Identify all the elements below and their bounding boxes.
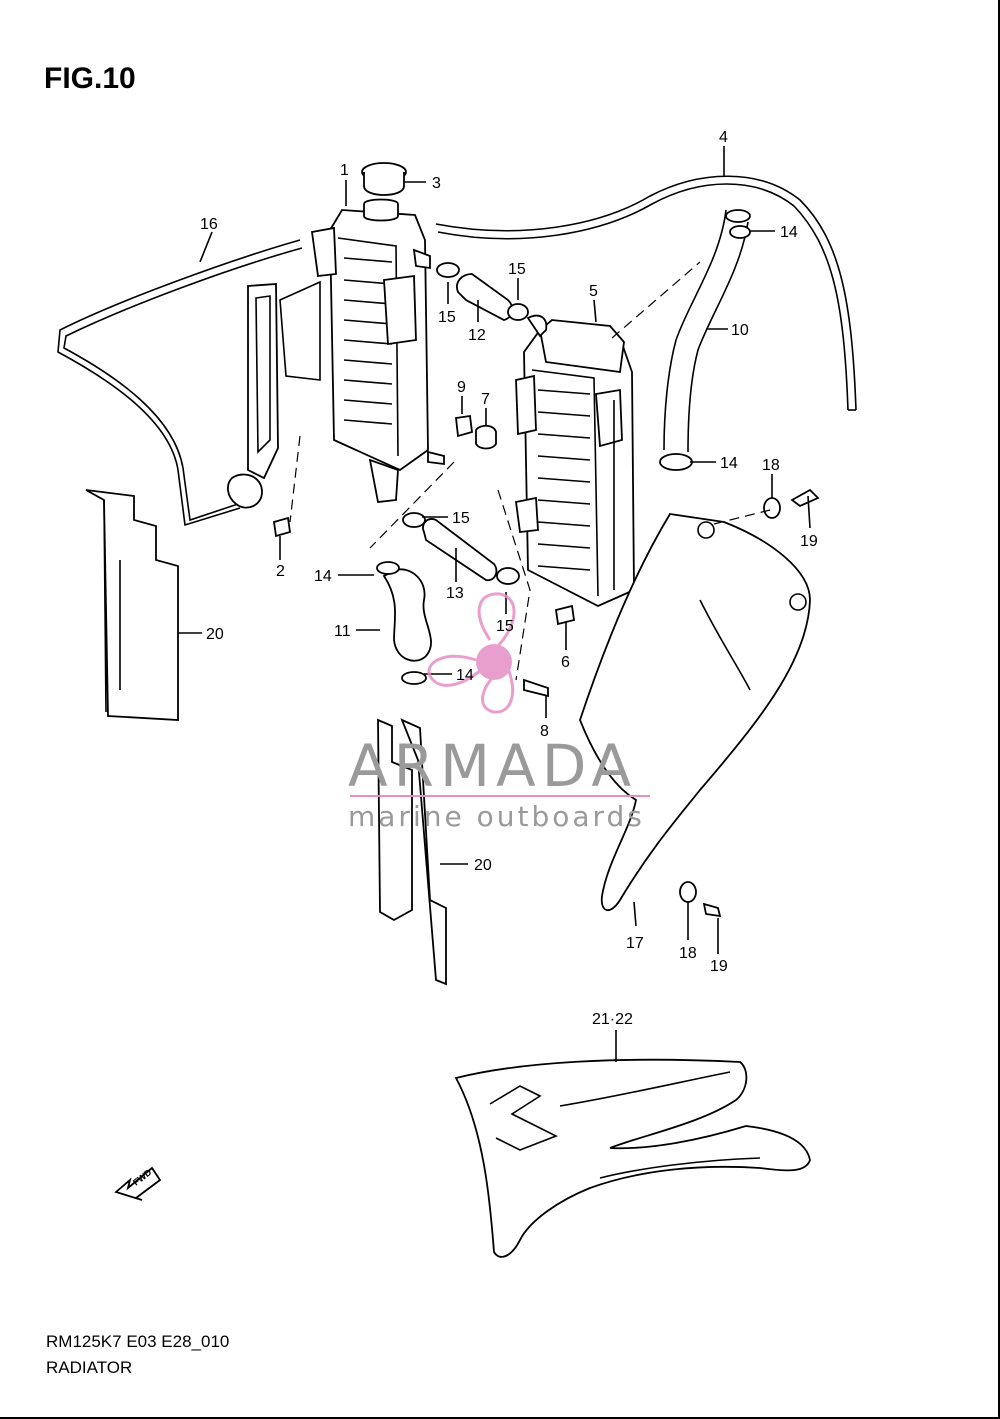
radiator-shroud-right — [579, 513, 811, 911]
washer-bolt — [679, 488, 820, 918]
callout-4: 4 — [719, 129, 728, 146]
callout-15-b: 15 — [438, 309, 456, 326]
radiator-louver-left — [85, 489, 179, 721]
callout-14-d: 14 — [456, 667, 474, 684]
callout-18-a: 18 — [762, 457, 780, 474]
radiator-hose-long — [422, 518, 498, 582]
callout-2: 2 — [276, 563, 285, 580]
callout-3: 3 — [432, 175, 441, 192]
fwd-arrow-icon: FWD — [114, 1166, 162, 1201]
radiator-right — [514, 314, 635, 607]
callout-14-a: 14 — [780, 224, 798, 241]
callout-14-c: 14 — [314, 568, 332, 585]
watermark-brand: ARMADA — [348, 732, 637, 800]
grommets-and-bolt — [455, 414, 497, 450]
radiator-guard-left — [57, 239, 321, 527]
overflow-hose — [435, 175, 857, 411]
callout-21-22: 21·22 — [592, 1011, 633, 1028]
callout-19-a: 19 — [800, 533, 818, 550]
callout-15-a: 15 — [508, 261, 526, 278]
callout-14-b: 14 — [720, 455, 738, 472]
assembly-lines — [289, 261, 771, 681]
figure-code: RM125K7 E03 E28_010 — [46, 1332, 230, 1351]
callout-20-b: 20 — [474, 857, 492, 874]
callout-18-b: 18 — [679, 945, 697, 962]
radiator-hose-upper-right — [663, 209, 751, 453]
radiator-cap — [361, 162, 407, 196]
clips — [272, 516, 576, 626]
figure-name: RADIATOR — [46, 1358, 133, 1377]
callout-20-a: 20 — [206, 626, 224, 643]
callout-7: 7 — [481, 391, 490, 408]
callout-12: 12 — [468, 327, 486, 344]
hose-clamps — [376, 225, 751, 685]
leader-lines — [178, 146, 811, 1062]
callout-11: 11 — [334, 623, 351, 640]
callout-15-c: 15 — [452, 510, 470, 527]
callout-19-b: 19 — [710, 958, 728, 975]
callout-5: 5 — [589, 283, 598, 300]
callout-17: 17 — [626, 935, 644, 952]
radiator-left — [310, 198, 445, 503]
callout-10: 10 — [731, 322, 749, 339]
bolt-8 — [523, 678, 549, 698]
radiator-hose-short — [456, 273, 514, 321]
callout-6: 6 — [561, 654, 570, 671]
watermark-tagline: marine outboards — [348, 800, 645, 833]
watermark: ARMADA marine outboards — [348, 592, 650, 833]
callout-15-d: 15 — [496, 618, 514, 635]
callout-13: 13 — [446, 585, 464, 602]
callout-8: 8 — [540, 723, 549, 740]
shroud-decal — [454, 1058, 811, 1258]
callout-labels: 1 2 3 4 5 6 7 8 9 10 11 12 13 14 14 14 1… — [200, 129, 818, 1028]
callout-16: 16 — [200, 216, 218, 233]
callout-9: 9 — [457, 379, 466, 396]
propeller-logo-icon — [427, 592, 516, 714]
callout-1: 1 — [340, 162, 349, 179]
radiator-hose-lower — [382, 568, 432, 662]
figure-title: FIG.10 — [44, 62, 136, 95]
